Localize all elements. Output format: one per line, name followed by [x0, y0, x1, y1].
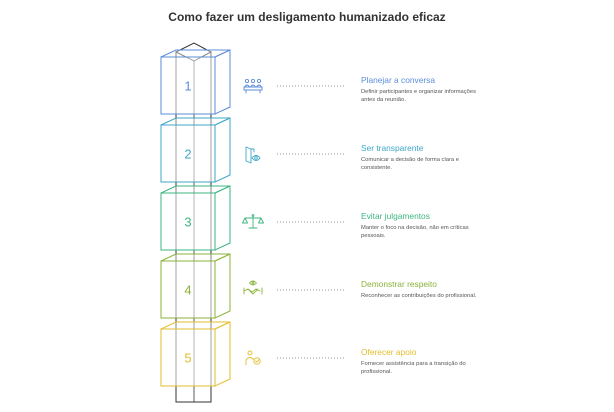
step-block-1: 1	[160, 49, 231, 115]
block-front-face	[160, 192, 216, 251]
support-badge	[253, 357, 261, 365]
eye-pupil	[251, 281, 255, 285]
step-block-3: 3	[160, 185, 231, 251]
person-head	[247, 350, 253, 356]
eye-outline	[249, 280, 257, 286]
support-check	[255, 359, 260, 363]
door-shape	[245, 146, 252, 164]
step-number: 2	[184, 147, 191, 162]
block-side-face	[214, 49, 231, 115]
step-title: Planejar a conversa	[361, 75, 436, 85]
step-title: Demonstrar respeito	[361, 279, 437, 289]
scale-beam	[244, 215, 262, 229]
block-side-face	[214, 185, 231, 251]
block-side-face	[214, 117, 231, 183]
people-at-table-icon	[243, 78, 263, 94]
person-bodies	[244, 84, 262, 88]
step-description: Definir participantes e organizar inform…	[361, 89, 477, 103]
step-title: Evitar julgamentos	[361, 211, 430, 221]
step-description: Comunicar a decisão de forma clara e con…	[361, 157, 459, 171]
door-eye-icon	[245, 146, 261, 164]
step-blocks: 1 2 3 4 5	[160, 49, 231, 387]
person-body	[245, 357, 255, 366]
table-shape	[243, 86, 263, 91]
scale-top	[251, 214, 255, 217]
step-number: 4	[184, 283, 191, 298]
step-title: Ser transparente	[361, 143, 424, 153]
person-head	[250, 78, 256, 84]
handshake-cuffs	[243, 287, 263, 295]
scale-pans	[242, 217, 264, 224]
door-frame	[250, 148, 255, 153]
step-icons	[242, 78, 345, 366]
block-side-face	[214, 321, 231, 387]
person-head	[256, 78, 262, 84]
handshake-eye-icon	[243, 280, 263, 295]
step-title: Oferecer apoio	[361, 347, 417, 357]
balance-scale-icon	[242, 214, 264, 229]
step-block-4: 4	[160, 253, 231, 319]
eye-pupil	[254, 156, 258, 160]
step-block-5: 5	[160, 321, 231, 387]
step-description: Manter o foco na decisão, não em crítica…	[361, 225, 469, 239]
step-description: Reconhecer as contribuições do profissio…	[361, 293, 477, 299]
eye-outline	[251, 155, 261, 161]
table-legs	[245, 89, 261, 94]
step-number: 1	[184, 79, 191, 94]
step-description: Fornecer assistência para a transição do…	[361, 361, 466, 375]
support-person-icon	[245, 350, 261, 366]
page-title: Como fazer um desligamento humanizado ef…	[168, 10, 446, 24]
block-side-face	[214, 253, 231, 319]
step-number: 3	[184, 215, 191, 230]
step-block-2: 2	[160, 117, 231, 183]
step-number: 5	[184, 351, 191, 366]
person-head	[244, 78, 250, 84]
handshake-hands	[243, 288, 261, 295]
